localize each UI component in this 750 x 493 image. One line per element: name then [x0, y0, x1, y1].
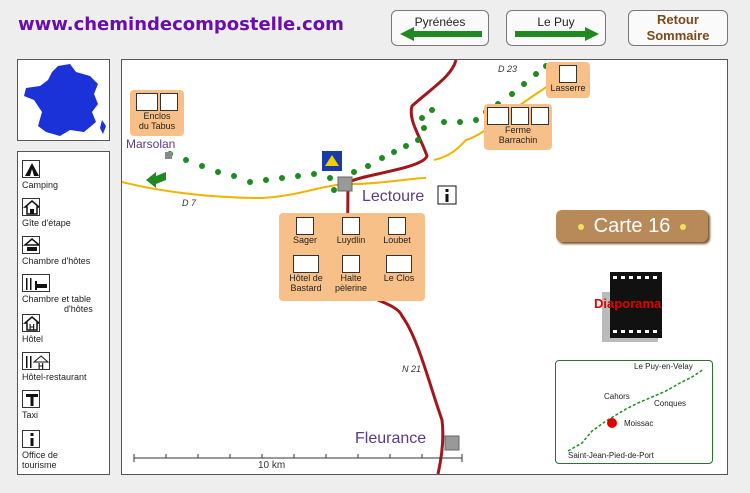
legend-table: Chambre et table d'hôtes — [22, 274, 93, 314]
legend-taxi: Taxi — [22, 390, 40, 420]
return-label-1: Retour — [657, 12, 699, 27]
overview-le-puy: Le Puy-en-Velay — [634, 362, 693, 371]
cutlery-bed-icon — [386, 255, 412, 273]
legend-hotel-restaurant-label: Hôtel-restaurant — [22, 372, 87, 382]
road-d7 — [122, 177, 427, 200]
lectoure-marker — [337, 176, 353, 192]
road-label-d23: D 23 — [498, 64, 518, 74]
overview-route — [567, 368, 705, 452]
legend-chambre-label: Chambre d'hôtes — [22, 256, 91, 266]
next-map-button[interactable]: Le Puy — [506, 10, 606, 46]
town-lectoure: Lectoure — [362, 188, 425, 205]
cutlery-hotel-icon — [293, 255, 319, 273]
prev-map-button[interactable]: Pyrénées — [391, 10, 489, 46]
lodge-ferme-label-2: Barrachin — [498, 135, 538, 145]
legend-table-label-2: d'hôtes — [64, 304, 93, 314]
cutlery-bed-icon — [487, 107, 509, 125]
cutlery-bed-icon — [22, 274, 50, 292]
taxi-icon — [22, 390, 40, 408]
film-strip-icon — [602, 272, 664, 342]
info-icon — [22, 430, 40, 448]
overview-moissac: Moissac — [624, 419, 654, 428]
france-map-panel — [17, 59, 110, 141]
lodge-lasserre-label: Lasserre — [550, 83, 586, 93]
legend-taxi-label: Taxi — [22, 410, 39, 420]
arrow-right-icon — [515, 27, 599, 41]
badge-dot-right — [680, 223, 687, 230]
marsolan-marker — [165, 152, 172, 159]
lodge-loubet: Loubet — [375, 217, 419, 245]
legend-camping: Camping — [22, 160, 58, 190]
legend-office-label-2: tourisme — [22, 460, 57, 470]
cutlery-hotel-icon: H — [22, 352, 50, 370]
legend-hotel: H Hôtel — [22, 314, 43, 344]
next-map-label: Le Puy — [537, 15, 575, 29]
lodge-ferme-label-1: Ferme — [504, 125, 531, 135]
overview-conques: Conques — [654, 399, 687, 408]
site-title[interactable]: www.chemindecompostelle.com — [18, 14, 344, 35]
house-icon — [342, 255, 360, 273]
diaporama-button[interactable] — [602, 272, 664, 344]
legend-camping-label: Camping — [22, 180, 59, 190]
overview-map: Le Puy-en-Velay Cahors Conques Moissac S… — [555, 360, 713, 464]
lodge-lasserre: Lasserre — [546, 62, 590, 98]
lodge-ferme-barrachin: Ferme Barrachin — [484, 104, 552, 150]
scale-label: 10 km — [258, 460, 286, 471]
badge-dot-left — [577, 223, 584, 230]
lodge-enclos-du-tabus: Enclos du Tabus — [130, 90, 184, 136]
legend-office: Office de tourisme — [22, 430, 58, 470]
hotel-icon: H — [22, 314, 40, 332]
lodge-luydlin: Luydlin — [329, 217, 373, 245]
town-marsolan: Marsolan — [126, 137, 176, 151]
prev-map-label: Pyrénées — [414, 15, 466, 29]
lodge-sager: Sager — [283, 217, 327, 245]
road-label-n21: N 21 — [402, 364, 422, 374]
svg-text:H: H — [38, 362, 44, 370]
legend-office-label-1: Office de — [22, 450, 58, 460]
scale-bar — [133, 454, 463, 462]
lodge-le-clos: Le Clos — [375, 255, 423, 283]
fleurance-marker — [444, 435, 460, 451]
lodge-enclos-label-2: du Tabus — [138, 121, 176, 131]
svg-text:H: H — [29, 323, 35, 332]
direction-arrow-icon — [146, 172, 166, 188]
bed-house-icon — [559, 65, 577, 83]
diaporama-label[interactable]: Diaporama — [594, 296, 662, 311]
arrow-left-icon — [400, 27, 482, 41]
return-summary-button[interactable]: Retour Sommaire — [628, 10, 728, 46]
legend-chambre: Chambre d'hôtes — [22, 236, 90, 266]
legend-panel: Camping Gîte d'étape Chambre d'hôtes Cha… — [17, 151, 110, 475]
town-fleurance: Fleurance — [355, 430, 427, 447]
return-label-2: Sommaire — [646, 28, 710, 43]
bed-house-icon — [296, 217, 314, 235]
map-drawing — [122, 60, 579, 474]
tent-icon — [22, 160, 40, 178]
bed-house-icon — [388, 217, 406, 235]
legend-table-label-1: Chambre et table — [22, 294, 92, 304]
bed-house-icon — [342, 217, 360, 235]
house-icon — [511, 107, 529, 125]
bed-house-icon — [22, 236, 40, 254]
map-number-label: Carte 16 — [593, 215, 671, 237]
cutlery-bed-icon — [136, 93, 158, 111]
road-label-d7: D 7 — [182, 198, 197, 208]
lodge-enclos-label-1: Enclos — [143, 111, 171, 121]
map-number-badge: Carte 16 — [556, 210, 708, 242]
legend-hotel-restaurant: H Hôtel-restaurant — [22, 352, 87, 382]
current-position-marker — [607, 418, 617, 428]
house-icon — [22, 198, 40, 216]
legend-gite: Gîte d'étape — [22, 198, 71, 228]
legend-gite-label: Gîte d'étape — [22, 218, 71, 228]
tent-icon — [531, 107, 549, 125]
house-icon — [160, 93, 178, 111]
overview-cahors: Cahors — [604, 392, 630, 401]
legend-hotel-label: Hôtel — [22, 334, 44, 344]
france-shape-icon — [24, 64, 106, 136]
overview-sjpp: Saint-Jean-Pied-de-Port — [568, 451, 654, 460]
